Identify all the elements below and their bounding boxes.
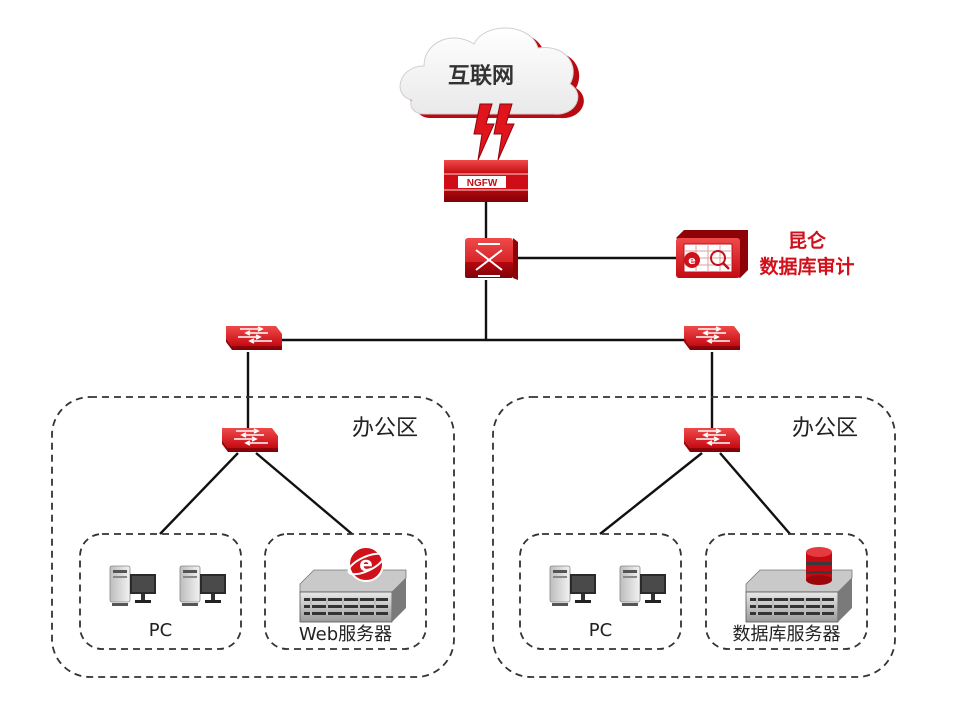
web-globe-icon: e: [347, 546, 385, 582]
internet-label: 互联网: [448, 64, 515, 89]
access-switch-left-icon: [221, 427, 279, 453]
internet-cloud-icon: [399, 27, 584, 119]
ngfw-label: NGFW: [467, 178, 498, 189]
pc-icon: [549, 565, 597, 607]
pc-group-1: [79, 533, 242, 650]
svg-text:e: e: [359, 552, 373, 576]
core-switch-icon: [465, 238, 518, 280]
web-server-group: [264, 533, 427, 650]
svg-text:e: e: [688, 254, 695, 267]
pc-icon: [179, 565, 227, 607]
db-server-group: [705, 533, 868, 650]
web-server-label: Web服务器: [298, 624, 393, 645]
pc-group-1-label: PC: [148, 620, 173, 641]
switch-left-icon: [225, 325, 283, 351]
database-cylinder-icon: [806, 547, 832, 585]
pc-group-2-label: PC: [588, 620, 613, 641]
office-zone-1-label: 办公区: [352, 416, 419, 441]
database-audit-label: 昆仑 数据库审计: [752, 228, 862, 280]
office-zone-2-label: 办公区: [792, 416, 859, 441]
office-zone-2: [492, 396, 896, 678]
office-zone-1: [51, 396, 455, 678]
audit-label-line2: 数据库审计: [759, 256, 855, 278]
database-server-label: 数据库服务器: [732, 624, 841, 645]
connection-lines: [159, 196, 791, 535]
audit-label-line1: 昆仑: [787, 230, 826, 252]
switch-right-icon: [683, 325, 741, 351]
database-audit-icon: e: [676, 230, 748, 278]
pc-icon: [619, 565, 667, 607]
pc-icon: [109, 565, 157, 607]
lightning-bolt-icon: [473, 103, 515, 161]
ngfw-firewall-icon: NGFW: [444, 160, 528, 202]
web-server-icon: [299, 569, 407, 623]
pc-group-2: [519, 533, 682, 650]
database-server-icon: [745, 569, 853, 623]
access-switch-right-icon: [683, 427, 741, 453]
